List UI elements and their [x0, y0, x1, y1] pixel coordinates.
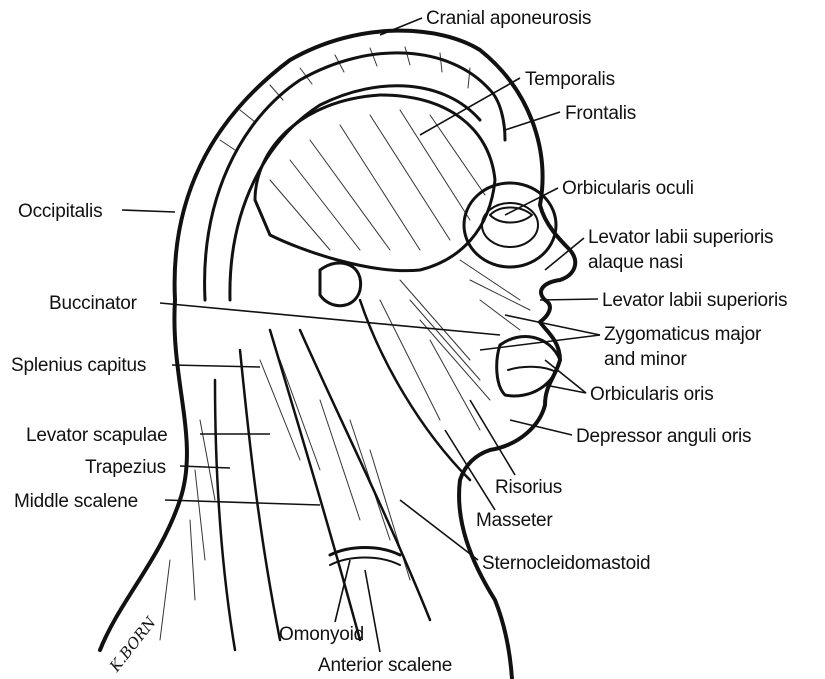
ear-shape — [320, 263, 361, 306]
leader-zygomaticus-b — [480, 335, 600, 350]
label-trapezius: Trapezius — [85, 457, 166, 478]
label-orbicularis-oris: Orbicularis oris — [590, 384, 714, 405]
leader-sternocleidomastoid — [400, 500, 478, 560]
leader-depressor — [510, 420, 572, 435]
label-frontalis: Frontalis — [565, 103, 636, 124]
label-levator-labii-alaque-line2: alaque nasi — [588, 252, 683, 273]
leader-occipitalis — [122, 210, 175, 212]
label-buccinator: Buccinator — [49, 293, 137, 314]
leader-splenius — [172, 365, 260, 367]
omohyoid-band — [330, 548, 400, 556]
label-levator-scapulae: Levator scapulae — [26, 425, 168, 446]
leader-masseter — [445, 430, 495, 510]
label-temporalis: Temporalis — [525, 69, 615, 90]
leader-middle-scalene — [165, 500, 320, 505]
label-masseter: Masseter — [476, 510, 553, 531]
leader-risorius — [470, 400, 515, 475]
leader-buccinator — [160, 303, 500, 335]
label-anterior-scalene: Anterior scalene — [318, 655, 452, 676]
label-occipitalis: Occipitalis — [18, 201, 102, 222]
label-cranial-aponeurosis: Cranial aponeurosis — [426, 8, 591, 29]
leader-zygomaticus-a — [505, 315, 600, 335]
label-orbicularis-oculi: Orbicularis oculi — [562, 178, 694, 199]
label-levator-labii-superioris: Levator labii superioris — [602, 290, 787, 311]
label-zygomaticus-line2: and minor — [604, 349, 687, 370]
label-middle-scalene: Middle scalene — [14, 491, 138, 512]
leader-anterior-scalene — [365, 570, 380, 652]
leader-levator-superioris — [540, 299, 598, 300]
temporalis-outline — [255, 95, 495, 271]
label-splenius-capitus: Splenius capitus — [11, 355, 146, 376]
label-sternocleidomastoid: Sternocleidomastoid — [482, 553, 650, 574]
label-levator-labii-alaque-line1: Levator labii superioris — [588, 227, 773, 248]
label-zygomaticus-line1: Zygomaticus major — [604, 324, 761, 345]
label-risorius: Risorius — [495, 477, 562, 498]
label-depressor-anguli-oris: Depressor anguli oris — [576, 426, 751, 447]
leader-omonyoid — [335, 560, 350, 622]
label-omonyoid: Omonyoid — [279, 624, 364, 645]
